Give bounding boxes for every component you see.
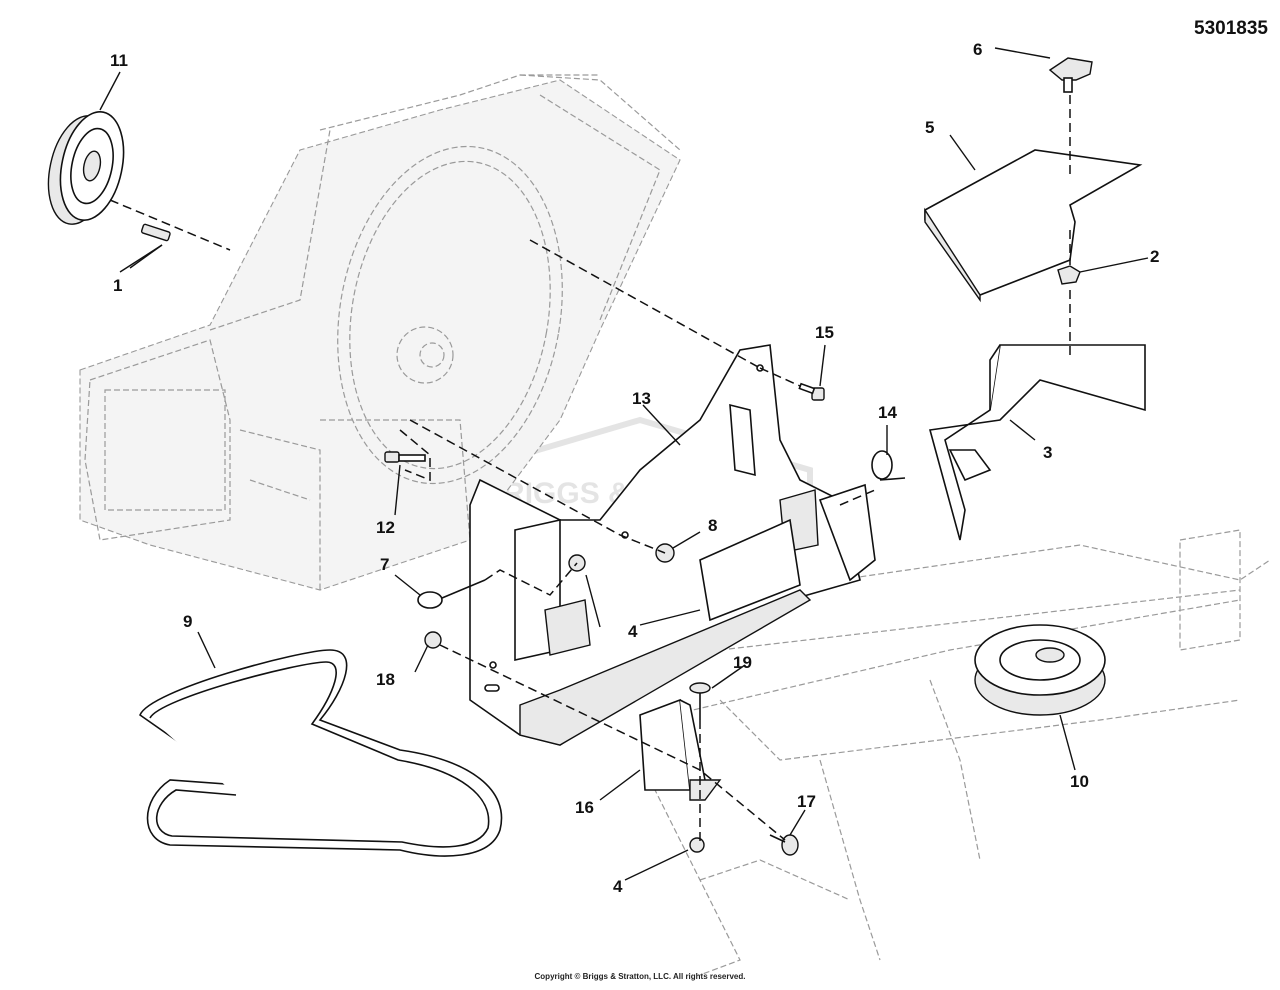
part-3-support-bracket: [928, 344, 1146, 541]
part-16-small-bracket: [639, 698, 722, 801]
callout-14: 14: [878, 403, 897, 422]
part-12-bolt: [384, 451, 426, 463]
callout-12: 12: [376, 518, 395, 537]
part-4-nut-b: [689, 837, 705, 853]
alignment-lines: [109, 95, 1071, 845]
part-2-nut: [1057, 265, 1081, 285]
part-19-pin: [689, 682, 711, 720]
callout-10: 10: [1070, 772, 1089, 791]
callout-4-lower: 4: [613, 877, 623, 896]
callout-1: 1: [113, 276, 122, 295]
part-18-nut: [424, 631, 442, 649]
part-11-pulley: [47, 111, 125, 225]
part-14-pin: [871, 450, 906, 481]
ghost-engine-housing: [79, 74, 681, 591]
callout-2: 2: [1150, 247, 1159, 266]
part-17-pin: [769, 834, 799, 856]
callout-numbers: 1 2 3 4 4 4 5 6 7 8 9 10 11 12 13 14 15 …: [110, 40, 1159, 896]
callout-19: 19: [733, 653, 752, 672]
part-10-pulley: [974, 624, 1106, 716]
callout-15: 15: [815, 323, 834, 342]
callout-8: 8: [708, 516, 717, 535]
part-15-bolt: [798, 382, 825, 401]
callout-9: 9: [183, 612, 192, 631]
callout-5: 5: [925, 118, 934, 137]
callout-leaders: [99, 47, 1149, 881]
ghost-mower-frame: [649, 529, 1271, 976]
part-1-key: [140, 223, 171, 242]
callout-3: 3: [1043, 443, 1052, 462]
callout-17: 17: [797, 792, 816, 811]
callout-18: 18: [376, 670, 395, 689]
callout-13: 13: [632, 389, 651, 408]
callout-16: 16: [575, 798, 594, 817]
part-5-cover-plate: [924, 149, 1143, 296]
copyright-notice: Copyright © Briggs & Stratton, LLC. All …: [534, 972, 746, 981]
part-9-belt: [139, 649, 503, 857]
callout-4-bracket: 4: [628, 622, 638, 641]
diagram-part-number: 5301835: [1194, 18, 1268, 39]
part-6-knob: [1048, 57, 1093, 93]
callout-6: 6: [973, 40, 982, 59]
part-7-eyebolt: [417, 579, 486, 609]
callout-11: 11: [110, 51, 128, 70]
callout-7: 7: [380, 555, 389, 574]
